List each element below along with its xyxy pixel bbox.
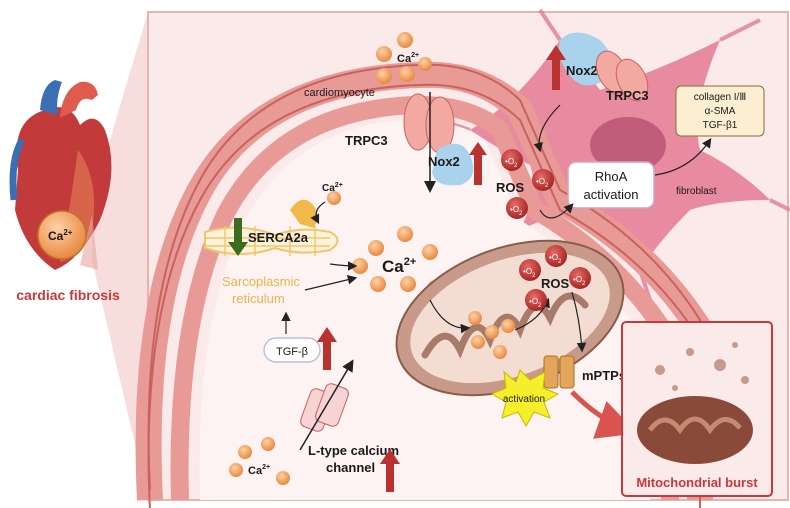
tgf-box	[263, 337, 321, 363]
mito-burst-label: Mitochondrial burst	[636, 475, 758, 490]
collagen-line3: TGF-β1	[703, 120, 738, 131]
nox2-top-label: Nox2	[566, 63, 598, 78]
fibroblast-label: fibroblast	[676, 186, 717, 197]
ros-cluster-upper	[501, 149, 554, 219]
arrow-ca-to-sr	[304, 275, 358, 291]
burst-mitochondrion	[637, 342, 753, 464]
ca-serca-label: Ca2+	[322, 182, 343, 194]
sr-line2: reticulum	[232, 291, 285, 306]
ca-ions-top	[376, 32, 432, 84]
ca-top-label: Ca2+	[397, 52, 419, 65]
nox2-membrane-label: Nox2	[428, 154, 460, 169]
collagen-line1: collagen I/Ⅲ	[694, 92, 746, 103]
arrow-ca-into-mito	[429, 299, 471, 334]
arrow-up-tgf	[317, 327, 337, 370]
trpc3-top-label: TRPC3	[606, 88, 649, 103]
sr-line1: Sarcoplasmic	[222, 274, 301, 289]
ros-mito-label: ROS	[541, 276, 570, 291]
ca-bottom-label: Ca2+	[248, 464, 270, 477]
cardiomyocyte-label: cardiomyocyte	[304, 87, 375, 99]
superoxide-u3: •O2	[510, 205, 523, 217]
cardiac-fibrosis-title: cardiac fibrosis	[16, 287, 120, 303]
fibroblast-nucleus	[590, 117, 666, 173]
ltype-line2: channel	[326, 460, 375, 475]
collagen-line2: α-SMA	[705, 106, 736, 117]
heart-ca-label: Ca2+	[48, 228, 73, 243]
arrow-rhoa-to-collagen	[654, 138, 712, 176]
trpc3-membrane-label: TRPC3	[345, 133, 388, 148]
ros-cluster-mito	[519, 245, 591, 311]
collagen-box	[675, 85, 765, 137]
arrow-ros-to-rhoa	[539, 203, 574, 219]
arrow-up-ltype	[380, 449, 400, 492]
arrow-trpc3-to-ros	[533, 104, 561, 153]
mptp-label: mPTPs	[582, 368, 626, 383]
ca-center-label: Ca2+	[382, 256, 416, 276]
ltype-line1: L-type calcium	[308, 443, 399, 458]
superoxide-m2: •O2	[549, 253, 562, 265]
arrow-sr-to-ca	[329, 261, 358, 271]
rhoa-box	[567, 161, 655, 209]
serca-label: SERCA2a	[248, 230, 309, 245]
activation-burst	[490, 369, 560, 428]
trpc3-fibroblast-channel	[595, 50, 649, 102]
rhoa-line2: activation	[584, 187, 639, 202]
superoxide-u2: •O2	[536, 177, 549, 189]
arrow-ca-into-serca	[310, 201, 326, 225]
superoxide-m3: •O2	[573, 275, 586, 287]
ca-ions-bottom	[229, 437, 290, 485]
ca-ion-serca	[327, 191, 341, 205]
ros-upper-label: ROS	[496, 180, 525, 195]
superoxide-u1: •O2	[505, 157, 518, 169]
arrow-up-nox2-top	[546, 45, 566, 90]
ltype-calcium-channel	[299, 359, 354, 451]
zoom-wedge	[92, 12, 148, 500]
arrow-up-nox2-membrane	[469, 142, 487, 185]
serca-pump-shape	[290, 199, 318, 228]
mptp-pore	[543, 355, 575, 389]
ca-ions-mito	[468, 311, 515, 359]
activation-label: activation	[503, 394, 545, 405]
rhoa-line1: RhoA	[595, 169, 628, 184]
arrow-down-serca	[228, 218, 248, 256]
superoxide-m4: •O2	[529, 297, 542, 309]
tgf-label: TGF-β	[276, 346, 308, 358]
superoxide-m1: •O2	[523, 267, 536, 279]
arrow-ros-to-mptp	[571, 291, 587, 353]
heart-illustration	[9, 80, 112, 271]
nox2-membrane-shape	[432, 143, 474, 186]
